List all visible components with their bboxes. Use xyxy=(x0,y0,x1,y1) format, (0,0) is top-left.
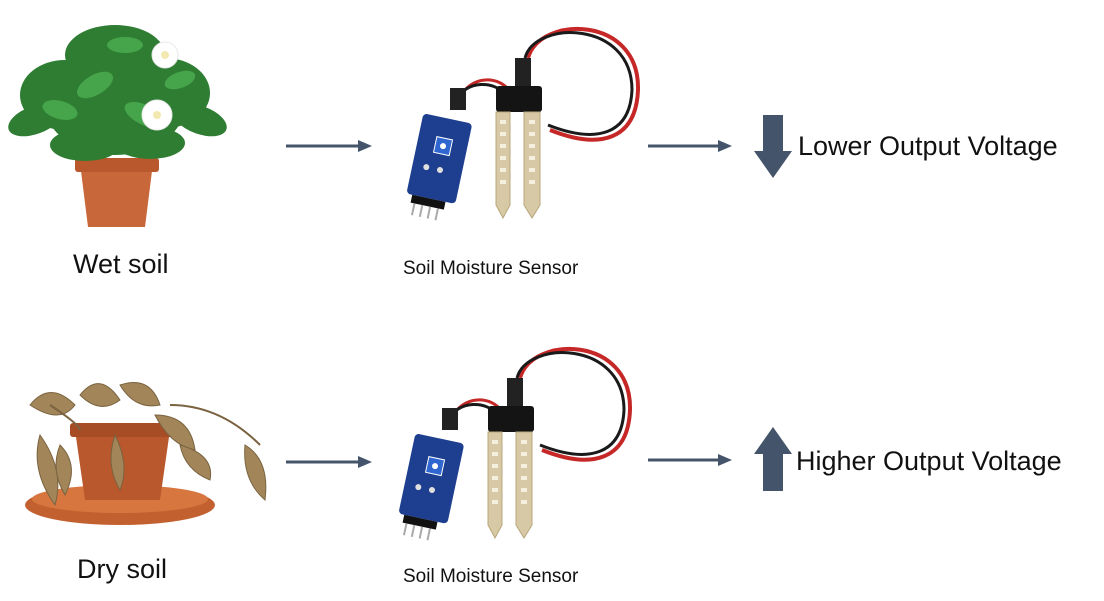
flow-arrow-icon xyxy=(286,140,372,152)
healthy-plant-icon xyxy=(8,25,227,227)
plant-label: Dry soil xyxy=(77,554,168,584)
sensor-label: Soil Moisture Sensor xyxy=(403,566,579,587)
down-arrow-icon xyxy=(754,115,792,178)
output-label: Lower Output Voltage xyxy=(798,131,1058,161)
flow-arrow-icon xyxy=(286,456,372,468)
flow-arrow-icon xyxy=(648,140,732,152)
flow-arrow-icon xyxy=(648,454,732,466)
plant-label: Wet soil xyxy=(73,249,169,279)
output-label: Higher Output Voltage xyxy=(796,446,1062,476)
wilted-plant-icon xyxy=(25,382,267,525)
soil-moisture-sensor-icon xyxy=(399,347,633,541)
sensor-label: Soil Moisture Sensor xyxy=(403,258,579,279)
soil-moisture-sensor-icon xyxy=(407,27,641,221)
up-arrow-icon xyxy=(754,427,792,491)
